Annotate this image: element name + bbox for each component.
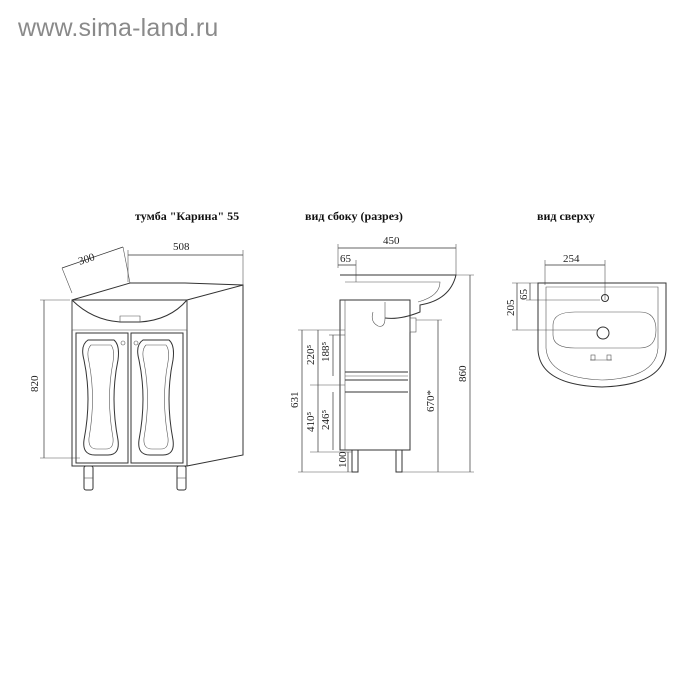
- dim-front-depth: 300: [77, 251, 97, 268]
- dim-front-height: 820: [29, 375, 41, 392]
- dim-side-upper-outer: 220⁵: [305, 345, 317, 366]
- dim-side-width: 450: [383, 235, 400, 247]
- dim-side-lower-inner: 246⁵: [320, 410, 332, 431]
- watermark: www.sima-land.ru: [18, 14, 219, 42]
- dim-top-width: 254: [563, 253, 580, 265]
- dim-side-lower-outer: 410⁵: [305, 412, 317, 433]
- top-view: 254 205 65: [505, 253, 667, 388]
- dim-side-body: 631: [289, 392, 301, 409]
- dim-side-legs: 100: [337, 451, 349, 468]
- title-front-view: тумба "Карина" 55: [135, 209, 240, 223]
- dim-side-offset: 65: [340, 253, 352, 265]
- dim-side-total: 860: [457, 365, 469, 382]
- title-side-view: вид сбоку (разрез): [305, 209, 403, 223]
- dim-side-inner-height: 670*: [425, 390, 437, 412]
- side-view: 450 65 631 220⁵ 188⁵ 410: [289, 235, 474, 473]
- dim-front-width: 508: [173, 241, 190, 253]
- dim-line-depth: [61, 246, 124, 269]
- dim-side-upper-inner: 188⁵: [320, 342, 332, 363]
- dim-top-offset: 65: [518, 289, 530, 301]
- title-top-view: вид сверху: [537, 209, 595, 223]
- dim-top-depth: 205: [505, 299, 517, 316]
- front-view: 300 508 820: [29, 241, 244, 491]
